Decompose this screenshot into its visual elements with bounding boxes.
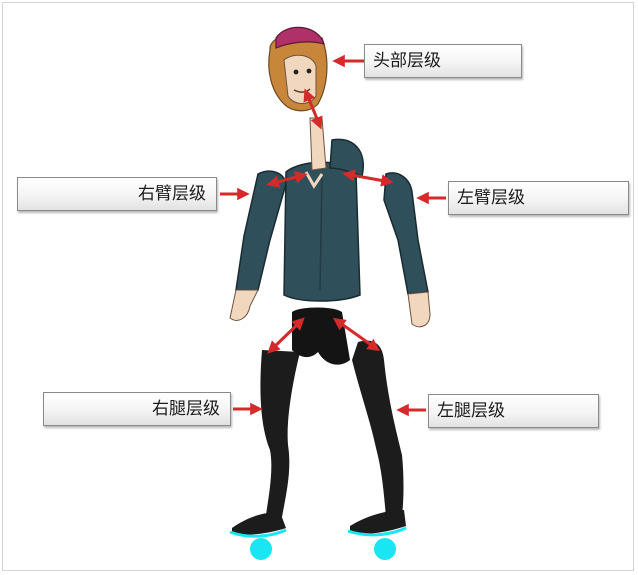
leftleg-hips-arrow <box>332 317 381 352</box>
torso <box>283 138 364 302</box>
left-arm-layer-label: 左臂层级 <box>448 181 629 215</box>
right-arm-layer-label: 右臂层级 <box>17 177 217 211</box>
left-arm <box>383 172 431 328</box>
rightarm-torso-arrow <box>266 171 308 188</box>
leftarm-torso-arrow <box>342 169 394 187</box>
left-leg <box>347 340 407 537</box>
left-leg-layer-label: 左腿层级 <box>428 394 599 428</box>
head-neck-arrow <box>303 88 323 130</box>
head <box>268 26 328 112</box>
rightleg-hips-arrow <box>267 317 305 354</box>
right-foot-peg <box>250 538 272 560</box>
hierarchy-arrows <box>220 54 446 417</box>
right-leg <box>229 350 300 538</box>
left-foot-peg <box>374 538 396 560</box>
right-leg-layer-label: 右腿层级 <box>43 392 231 426</box>
neck <box>309 117 327 171</box>
head-layer-label: 头部层级 <box>364 44 522 78</box>
hips <box>292 307 350 365</box>
